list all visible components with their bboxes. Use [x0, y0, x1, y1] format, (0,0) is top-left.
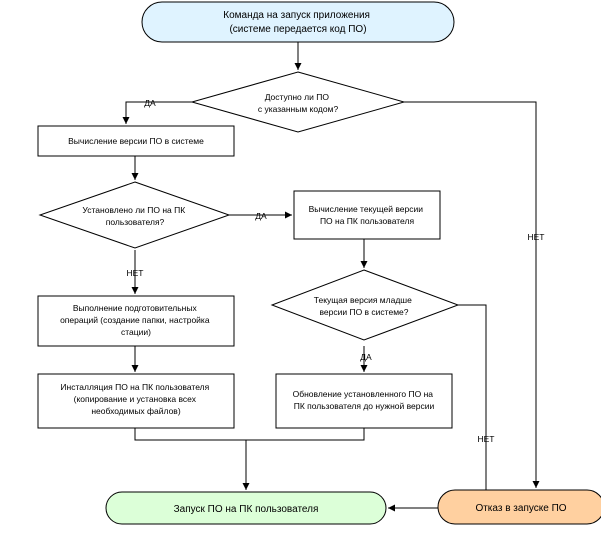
- start-line-2: (системе передается код ПО): [229, 24, 366, 35]
- process-calc-current-text: Вычисление текущей версии ПО на ПК польз…: [309, 204, 426, 226]
- process-install-line-2: (копирование и установка всех: [74, 394, 197, 404]
- label-installed-yes: ДА: [255, 211, 267, 221]
- process-update-line-1: Обновление установленного ПО на: [293, 389, 434, 399]
- process-prep-ops-line-1: Выполнение подготовительных: [73, 303, 198, 313]
- decision-installed-line-2: пользователя?: [106, 217, 165, 227]
- process-update-line-2: ПК пользователя до нужной версии: [294, 401, 435, 411]
- launch-terminal: [105, 491, 387, 525]
- process-prep-ops-line-3: стации): [121, 327, 151, 337]
- process-calc-current: [293, 190, 441, 240]
- launch-text: Запуск ПО на ПК пользователя: [174, 504, 319, 515]
- process-calc-version-text: Вычисление версии ПО в системе: [68, 136, 204, 146]
- decision-older-line-2: версии ПО в системе?: [319, 307, 408, 317]
- edge-available-yes: [122, 101, 192, 124]
- edge-install-merge: [134, 428, 246, 441]
- edge-update-merge: [246, 428, 365, 441]
- process-prep-ops-line-2: операций (создание папки, настройка: [60, 315, 210, 325]
- refuse-terminal: [437, 489, 601, 525]
- start-text: Команда на запуск приложения (системе пе…: [223, 10, 373, 35]
- edge-older-no: [388, 304, 487, 512]
- process-update: [275, 373, 453, 429]
- decision-available-line-1: Доступно ли ПО: [265, 92, 330, 102]
- decision-older: [270, 269, 460, 341]
- decision-installed-text: Установлено ли ПО на ПК пользователя?: [82, 205, 187, 227]
- label-available-no: НЕТ: [528, 232, 545, 242]
- edge-available-no: [404, 101, 540, 488]
- process-calc-current-line-1: Вычисление текущей версии: [309, 204, 424, 214]
- process-install-text: Инсталляция ПО на ПК пользователя (копир…: [60, 382, 211, 416]
- label-installed-no: НЕТ: [127, 268, 144, 278]
- decision-available-text: Доступно ли ПО с указанным кодом?: [258, 92, 339, 114]
- process-calc-current-line-2: ПО на ПК пользователя: [320, 216, 415, 226]
- decision-installed-line-1: Установлено ли ПО на ПК: [82, 205, 185, 215]
- process-install-line-1: Инсталляция ПО на ПК пользователя: [60, 382, 209, 392]
- process-prep-ops: [37, 295, 235, 347]
- decision-older-line-1: Текущая версия младше: [314, 295, 412, 305]
- process-calc-version-line-1: Вычисление версии ПО в системе: [68, 136, 204, 146]
- launch-line-1: Запуск ПО на ПК пользователя: [174, 504, 319, 515]
- process-prep-ops-text: Выполнение подготовительных операций (со…: [60, 303, 212, 337]
- label-available-yes: ДА: [144, 98, 156, 108]
- process-calc-version: [37, 125, 235, 157]
- decision-older-text: Текущая версия младше версии ПО в систем…: [314, 295, 414, 317]
- refuse-text: Отказ в запуске ПО: [475, 503, 566, 514]
- decision-available: [190, 71, 406, 133]
- start-line-1: Команда на запуск приложения: [223, 10, 370, 21]
- process-update-text: Обновление установленного ПО на ПК польз…: [293, 389, 436, 411]
- process-install-line-3: необходимых файлов): [91, 406, 180, 416]
- start-terminal: [141, 1, 455, 43]
- refuse-line-1: Отказ в запуске ПО: [475, 503, 566, 514]
- process-install: [37, 373, 235, 429]
- decision-available-line-2: с указанным кодом?: [258, 104, 339, 114]
- label-older-yes: ДА: [360, 352, 372, 362]
- decision-installed: [38, 181, 231, 249]
- connectors: [122, 42, 540, 512]
- label-older-no: НЕТ: [478, 434, 495, 444]
